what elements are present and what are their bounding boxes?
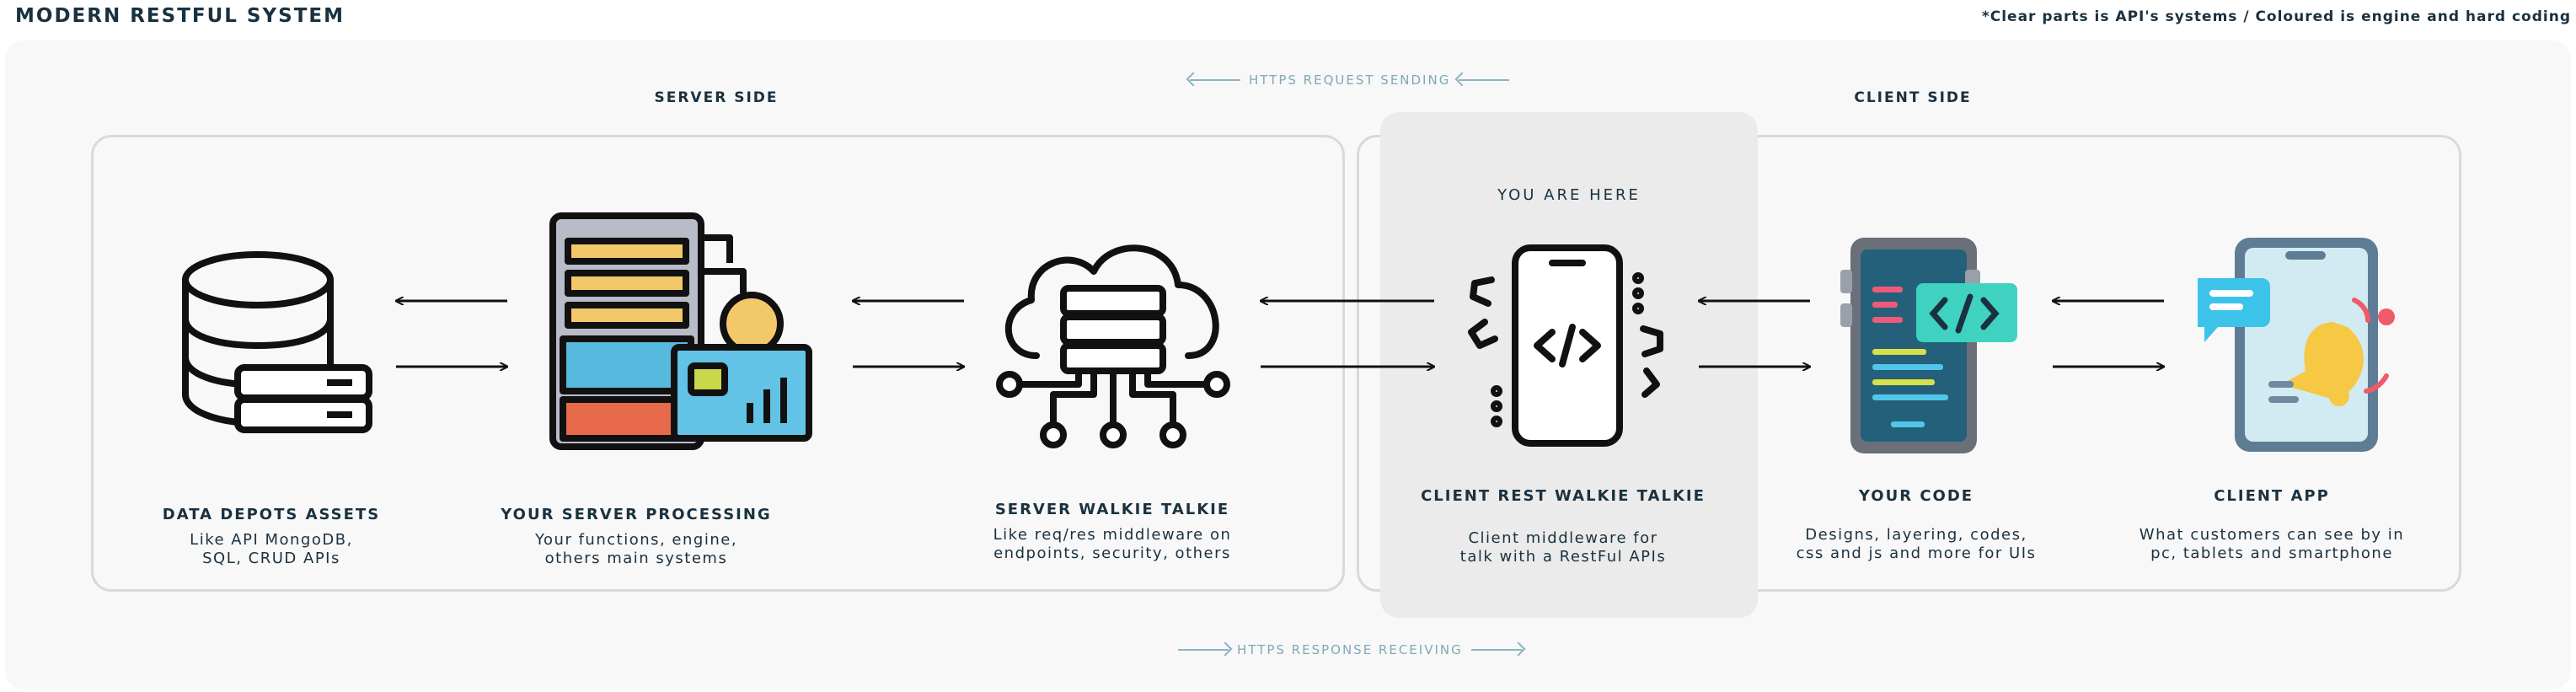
- node-desc-line: talk with a RestFul APIs: [1459, 548, 1667, 566]
- server-rack-icon: [549, 212, 812, 450]
- node-desc-line: Like req/res middleware on: [993, 526, 1232, 544]
- node-title-server-processing: YOUR SERVER PROCESSING: [501, 506, 772, 523]
- node-desc-server-processing: Your functions, engine, others main syst…: [459, 531, 813, 568]
- node-title-server-walkie-talkie: SERVER WALKIE TALKIE: [994, 501, 1230, 518]
- node-desc-client-app: What customers can see by in pc, tablets…: [2095, 526, 2449, 563]
- phone-code-icon: [1468, 244, 1663, 447]
- node-title-client-app: CLIENT APP: [2214, 487, 2330, 505]
- node-desc-line: Your functions, engine,: [534, 531, 738, 549]
- cloud-server-icon: [996, 244, 1230, 448]
- code-phone-icon: [1840, 238, 2017, 453]
- arrow-left-icon: [1190, 79, 1240, 81]
- client-side-box: [1357, 135, 2461, 592]
- node-desc-line: SQL, CRUD APIs: [202, 550, 340, 567]
- request-flow-label: HTTPS REQUEST SENDING: [1249, 72, 1451, 88]
- node-desc-line: What customers can see by in: [2139, 526, 2405, 544]
- node-desc-client-rest: Client middleware for talk with a RestFu…: [1386, 529, 1740, 566]
- you-are-here-label: YOU ARE HERE: [1497, 186, 1641, 204]
- node-desc-line: css and js and more for UIs: [1796, 544, 2037, 562]
- node-desc-line: others main systems: [544, 550, 728, 567]
- page-title: MODERN RESTFUL SYSTEM: [15, 5, 345, 27]
- node-desc-your-code: Designs, layering, codes, css and js and…: [1739, 526, 2093, 563]
- node-desc-line: Client middleware for: [1468, 529, 1658, 547]
- legend-note: *Clear parts is API's systems / Coloured…: [1981, 8, 2571, 25]
- arrow-left-icon: [1459, 79, 1510, 81]
- app-phone-icon: [2198, 238, 2395, 452]
- node-desc-server-walkie-talkie: Like req/res middleware on endpoints, se…: [935, 526, 1289, 563]
- node-title-your-code: YOUR CODE: [1858, 487, 1974, 505]
- node-desc-line: Designs, layering, codes,: [1805, 526, 2027, 544]
- arrow-right-icon: [1470, 649, 1522, 651]
- request-flow: HTTPS REQUEST SENDING: [1190, 72, 1510, 88]
- response-flow-label: HTTPS RESPONSE RECEIVING: [1237, 642, 1463, 657]
- node-title-client-rest: CLIENT REST WALKIE TALKIE: [1421, 487, 1706, 505]
- server-side-label: SERVER SIDE: [654, 89, 779, 106]
- node-desc-data-depots: Like API MongoDB, SQL, CRUD APIs: [94, 531, 448, 568]
- database-icon: [182, 251, 372, 433]
- diagram-panel: [5, 40, 2571, 689]
- node-title-data-depots: DATA DEPOTS ASSETS: [162, 506, 381, 523]
- arrow-right-icon: [1178, 649, 1229, 651]
- server-side-box: [91, 135, 1345, 592]
- client-side-label: CLIENT SIDE: [1854, 89, 1972, 106]
- response-flow: HTTPS RESPONSE RECEIVING: [1178, 642, 1522, 657]
- node-desc-line: pc, tablets and smartphone: [2150, 544, 2393, 562]
- node-desc-line: endpoints, security, others: [993, 544, 1231, 562]
- node-desc-line: Like API MongoDB,: [190, 531, 353, 549]
